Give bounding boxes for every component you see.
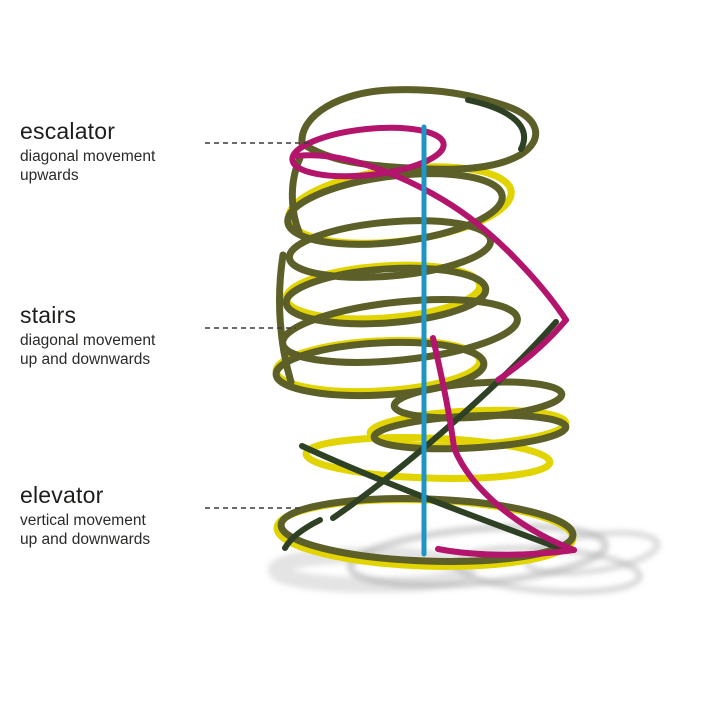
leader-lines <box>205 142 312 509</box>
label-elevator-desc-1: vertical movement <box>20 512 146 529</box>
top-loop <box>298 86 540 173</box>
escalator-lower-run <box>451 445 577 553</box>
label-stairs: stairs diagonal movement up and downward… <box>20 302 155 370</box>
label-stairs-desc-1: diagonal movement <box>20 332 156 349</box>
label-escalator-title: escalator <box>20 118 116 144</box>
label-stairs-desc-2: up and downwards <box>20 350 151 368</box>
stairs-loop <box>302 434 554 482</box>
diagonal-tube <box>299 443 565 552</box>
label-escalator-desc-1: diagonal movement <box>20 148 156 165</box>
label-stairs-title: stairs <box>20 302 77 328</box>
escalator-mid-run <box>430 335 457 451</box>
escalator-bottom-run <box>435 546 577 558</box>
floor-loop <box>282 264 490 328</box>
label-elevator: elevator vertical movement up and downwa… <box>20 482 150 550</box>
label-escalator: escalator diagonal movement upwards <box>20 118 155 186</box>
floor-loop <box>285 217 495 281</box>
label-elevator-title: elevator <box>20 482 104 508</box>
escalator-path-magenta <box>289 124 577 558</box>
label-elevator-desc-2: up and downwards <box>20 530 151 548</box>
escalator-diagonal <box>294 152 569 323</box>
floor-loop <box>370 411 570 453</box>
top-loop-shading <box>465 97 528 152</box>
left-connector <box>276 251 295 386</box>
shadow-loop <box>346 523 610 589</box>
bottom-left-bend <box>282 517 323 551</box>
floor-loop <box>272 338 488 400</box>
escalator-diagonal <box>495 317 569 383</box>
label-escalator-desc-2: upwards <box>20 166 79 184</box>
escalator-top-loop <box>289 124 447 180</box>
